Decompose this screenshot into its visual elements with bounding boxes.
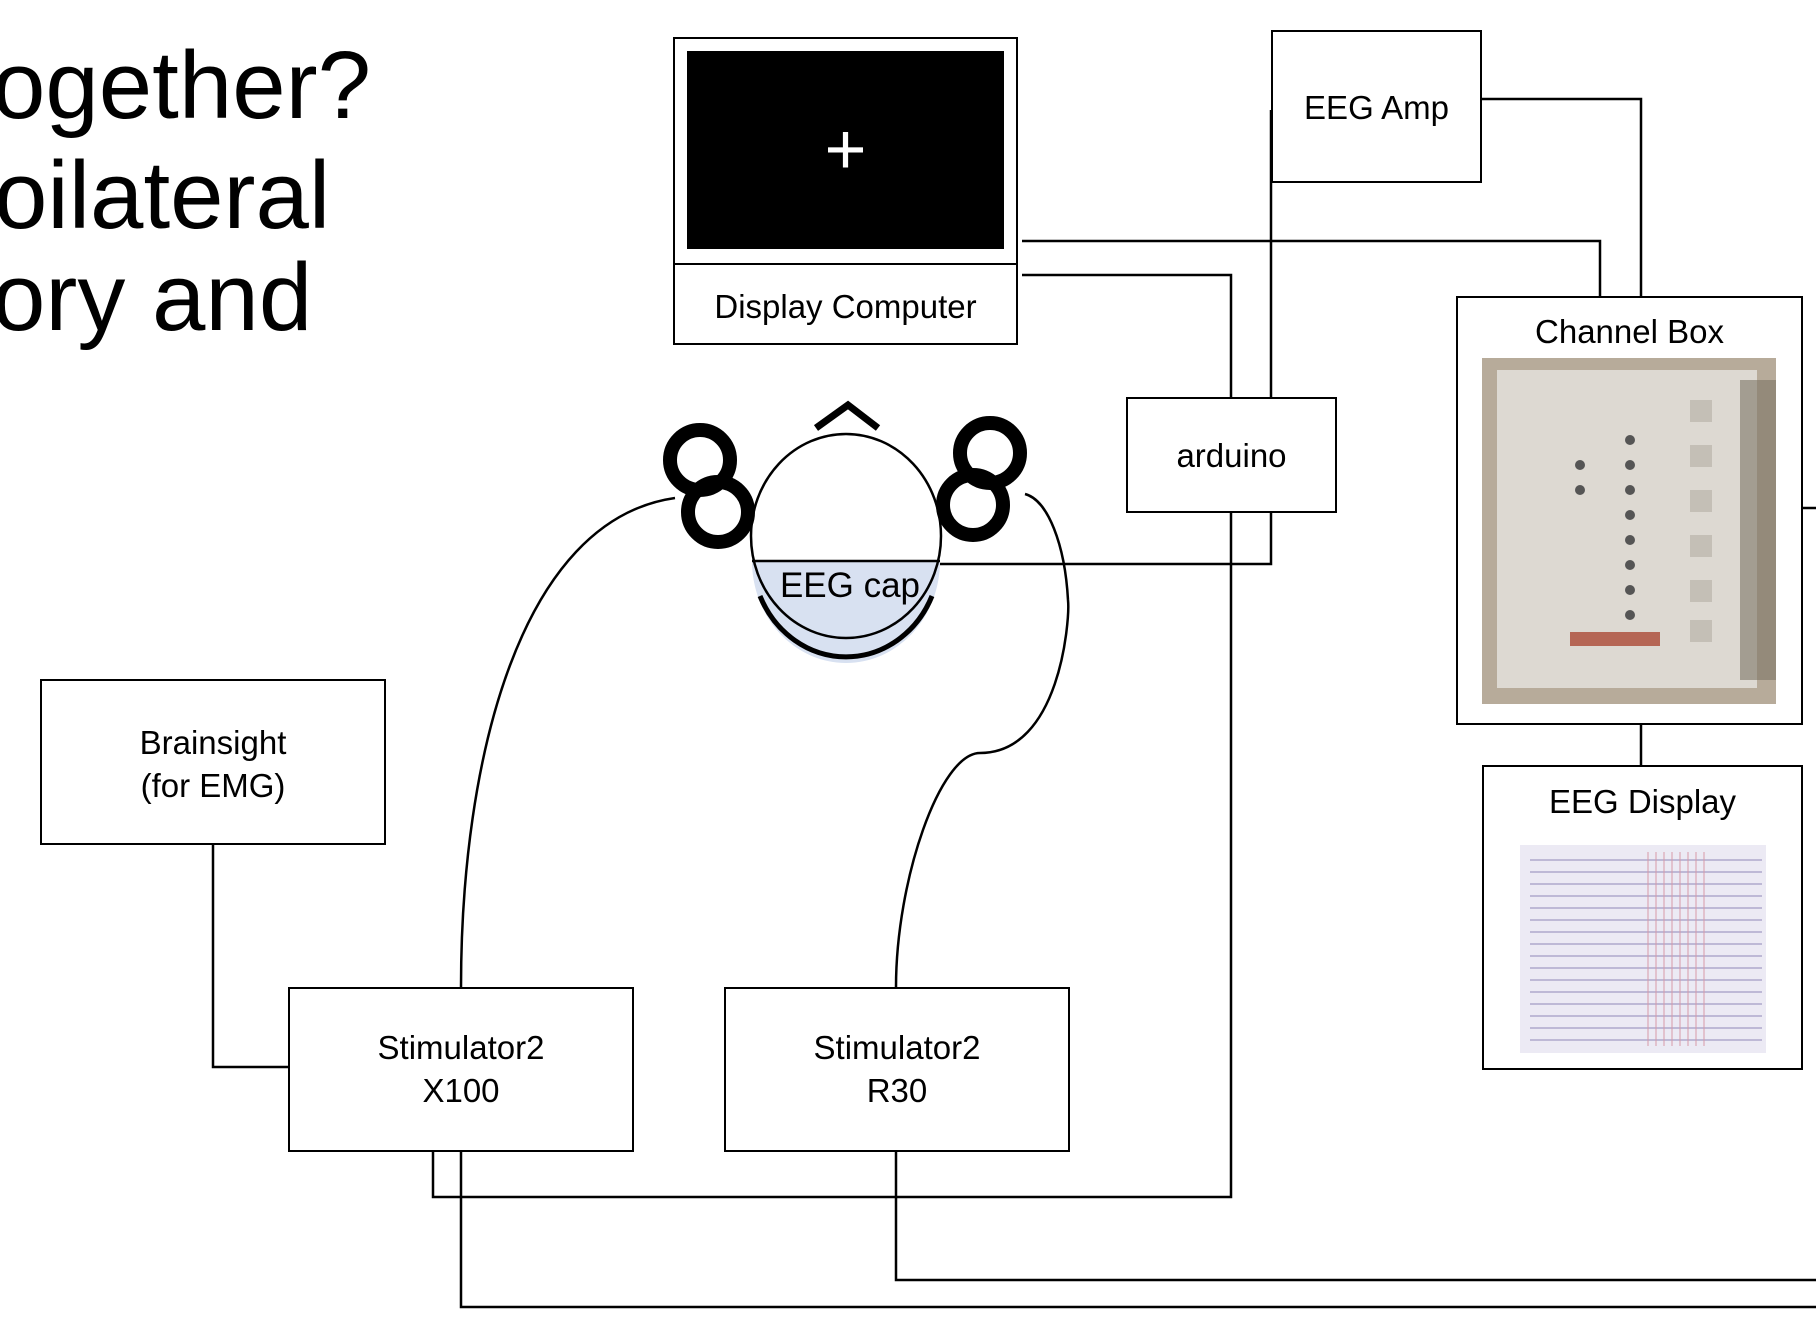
eeg-amp-box: EEG Amp: [1271, 30, 1482, 183]
eeg-cap-bottom-edge: [757, 595, 935, 660]
wire-display-to-arduino-trigger: [431, 273, 1233, 1199]
slide-title-line-2: oilateral: [0, 142, 331, 249]
brainsight-label-line-1: Brainsight: [139, 724, 287, 761]
nose-icon: [813, 400, 881, 431]
tms-coil-right-icon: [936, 416, 1027, 542]
display-computer-label: Display Computer: [714, 288, 977, 325]
wire-brainsight-to-stim-x100: [211, 844, 289, 1069]
wire-cap-to-arduino: [940, 512, 1273, 566]
channel-box-label: Channel Box: [1535, 313, 1724, 350]
wire-stim-x100-bottom: [459, 1150, 1816, 1309]
coil-cable-right: [894, 492, 1070, 988]
stimulator-x100-line-1: Stimulator2: [377, 1029, 545, 1066]
stimulator-r30-line-1: Stimulator2: [813, 1029, 981, 1066]
stimulator-x100-box: Stimulator2 X100: [288, 987, 634, 1152]
stimulator-r30-box: Stimulator2 R30: [724, 987, 1070, 1152]
eeg-display-box: EEG Display: [1482, 765, 1803, 1070]
wire-display-to-channel-box: [1022, 239, 1602, 297]
arduino-label: arduino: [1176, 437, 1287, 474]
stimulator-x100-line-2: X100: [422, 1072, 500, 1109]
eeg-trace-screenshot: [1520, 845, 1766, 1053]
eeg-cap-fill: [752, 561, 940, 663]
arduino-box: arduino: [1126, 397, 1337, 513]
tms-coil-left-icon: [663, 423, 755, 549]
channel-box: Channel Box: [1456, 296, 1803, 725]
eeg-display-label: EEG Display: [1548, 783, 1737, 820]
channel-box-photo: [1482, 358, 1776, 704]
eeg-amp-label: EEG Amp: [1304, 89, 1449, 126]
brainsight-label-line-2: (for EMG): [140, 767, 286, 804]
coil-cable-left: [459, 496, 676, 988]
stimulator-r30-line-2: R30: [866, 1072, 928, 1109]
eeg-cap-head: [749, 400, 943, 663]
slide-title-line-3: ory and: [0, 244, 313, 351]
monitor-divider: [675, 263, 1016, 265]
brainsight-box: Brainsight (for EMG): [40, 679, 386, 845]
display-computer-box: + Display Computer: [673, 37, 1018, 345]
wire-stim-r30-bottom: [894, 1150, 1816, 1282]
wire-eegamp-to-channel-box: [1480, 97, 1643, 297]
eeg-cap-label: EEG cap: [779, 566, 921, 605]
fixation-cross-icon: +: [824, 110, 867, 190]
head-outline: [749, 432, 943, 640]
monitor-screen: [687, 51, 1004, 249]
slide-title-line-1: ogether?: [0, 32, 371, 139]
